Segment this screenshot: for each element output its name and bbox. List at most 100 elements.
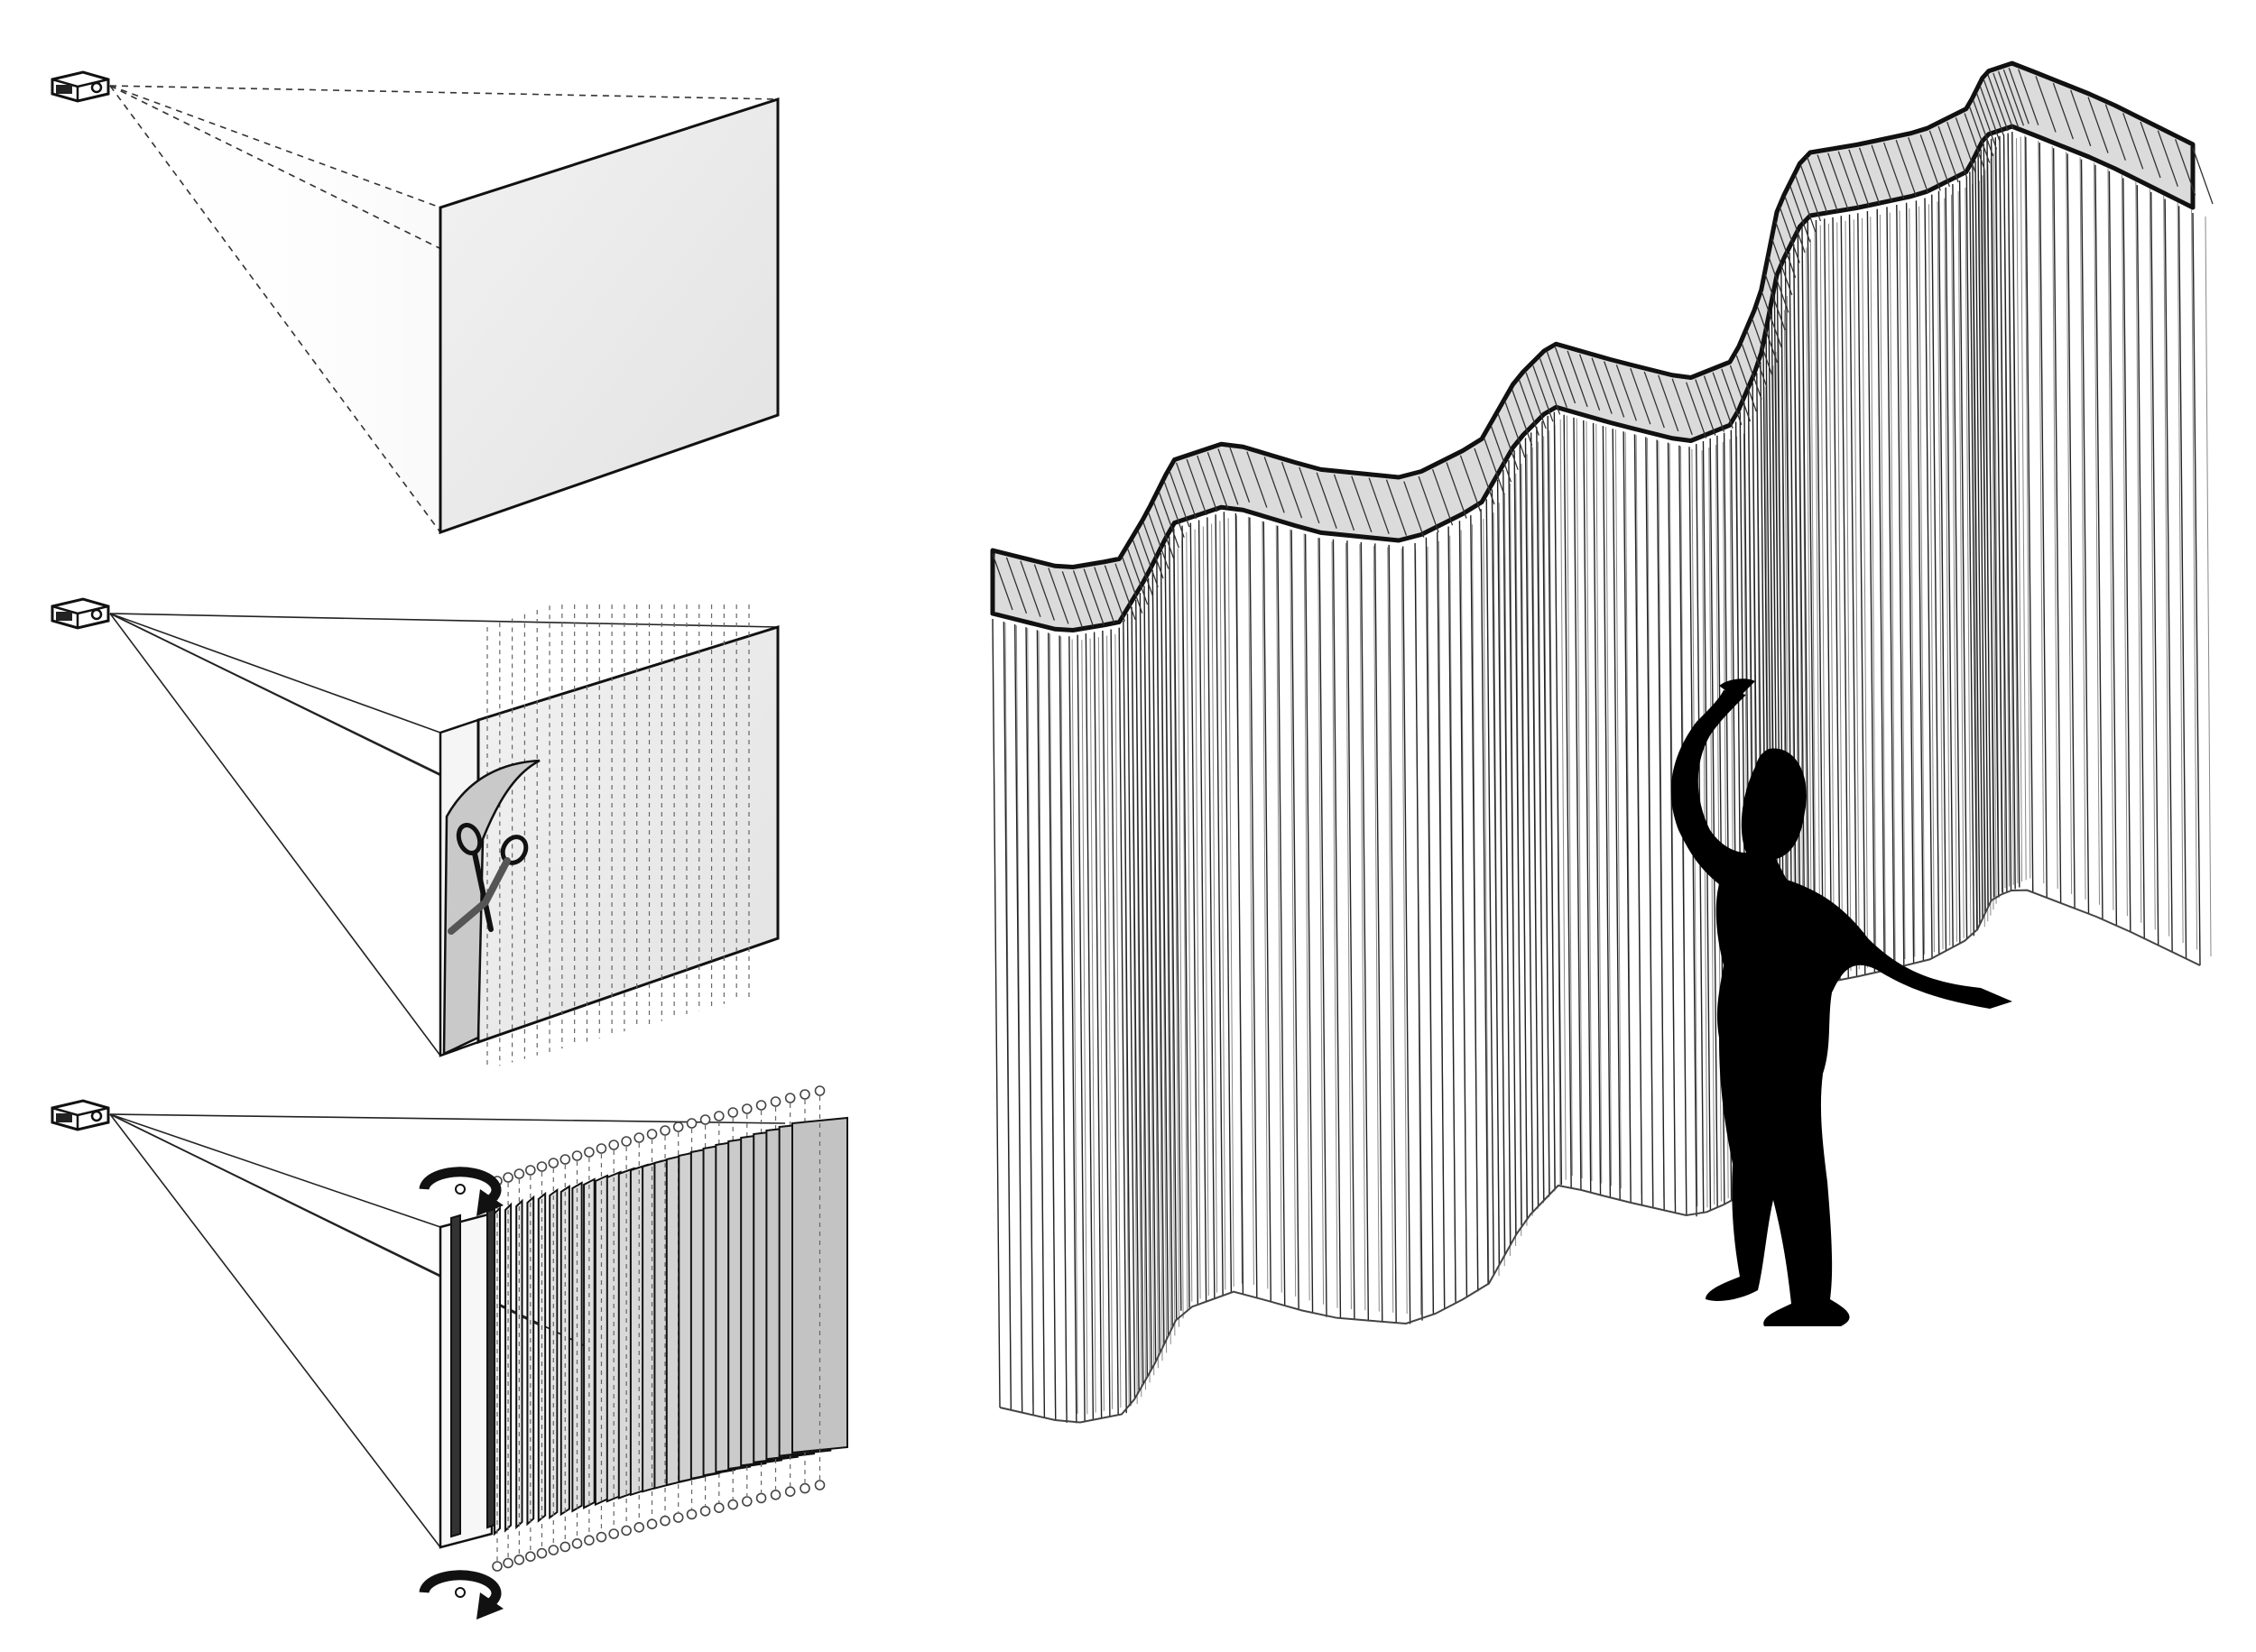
pivot-point <box>584 1535 595 1546</box>
hanging-strip <box>1819 225 1826 976</box>
hanging-strip <box>1945 187 1954 947</box>
rail-hatch <box>1152 502 1175 559</box>
pivot-point <box>633 1132 645 1143</box>
rail-hatch <box>1137 531 1159 587</box>
hanging-strip <box>1899 210 1906 960</box>
rail-hatch <box>1729 365 1752 422</box>
hanging-strip <box>1219 521 1226 1290</box>
rail-hatch <box>1964 113 1985 170</box>
hanging-strip <box>1709 438 1718 1208</box>
rail-hatch <box>1643 371 1665 429</box>
hanging-strip <box>2038 140 2045 884</box>
hanging-strip <box>1048 632 1057 1421</box>
hanging-strip <box>1924 198 1933 959</box>
rotated-strip <box>583 1177 596 1509</box>
hanging-strip <box>1332 539 1342 1319</box>
rotated-strip <box>571 1181 583 1513</box>
hanging-strip <box>1458 521 1468 1297</box>
hanging-strip <box>1667 442 1677 1214</box>
hanging-strip <box>1197 520 1207 1302</box>
hanging-strip <box>1848 214 1858 977</box>
pivot-point <box>770 1490 781 1500</box>
hanging-strip <box>1931 194 1940 955</box>
hanging-strip <box>2192 212 2201 966</box>
edge-strip <box>450 1214 461 1538</box>
rail-hatch <box>1504 401 1526 458</box>
hanging-strip <box>1181 540 1188 1310</box>
strip-base <box>439 1212 494 1549</box>
flat-screen <box>439 97 780 535</box>
rail-hatch <box>1532 365 1554 422</box>
rail-hatch <box>2002 69 2025 126</box>
hanging-strip <box>1131 606 1140 1392</box>
hanging-strip <box>2024 135 2031 879</box>
hanging-strip <box>1071 639 1078 1414</box>
rail-hatch <box>1741 343 1762 400</box>
hanging-strip <box>1275 525 1282 1293</box>
hanging-strip <box>1965 188 1972 935</box>
rail-hatch <box>1883 142 1905 199</box>
hanging-strip <box>2020 136 2027 881</box>
pivot-point <box>755 1492 767 1504</box>
rail-hatch <box>1712 372 1734 429</box>
rail-hatch <box>1735 355 1757 412</box>
pivot-point <box>699 1506 711 1517</box>
projector-icon <box>51 70 110 103</box>
pivot-point <box>699 1114 711 1125</box>
installation-illustration <box>990 60 2214 1424</box>
hanging-strip <box>1513 450 1522 1225</box>
rail-hatch <box>1979 86 2001 143</box>
hanging-strip <box>2079 157 2086 900</box>
hanging-strip <box>1980 149 1989 908</box>
rail-hatch <box>1998 70 2020 128</box>
pivot-point <box>608 1140 620 1150</box>
hanging-strip <box>2150 191 2159 946</box>
hanging-strip <box>1840 216 1849 979</box>
projector-icon <box>51 597 110 630</box>
hanging-strip <box>1126 614 1136 1399</box>
rail-hatch <box>1114 563 1136 620</box>
hanging-strip <box>1247 516 1254 1285</box>
hanging-strip <box>1870 217 1877 966</box>
rail-hatch <box>1474 448 1495 505</box>
hanging-strip <box>2066 152 2073 894</box>
rail-hatch <box>1546 351 1567 408</box>
hanging-strip <box>1928 204 1935 953</box>
rail-hatch <box>1299 466 1320 524</box>
pivot-point <box>559 1154 571 1165</box>
hanging-strip <box>1290 530 1299 1310</box>
hanging-strip <box>1990 158 1997 904</box>
rail-hatch <box>1658 374 1679 432</box>
hanging-strip <box>1576 418 1583 1179</box>
hanging-strip <box>1177 548 1184 1319</box>
pivot-point <box>503 1172 513 1183</box>
rail-hatch <box>1721 368 1743 426</box>
rail-hatch <box>1186 458 1207 516</box>
rail-hatch <box>1969 106 1991 163</box>
rail-hatch <box>1403 481 1425 538</box>
rail-hatch <box>1937 125 1959 183</box>
wave-header-rail <box>990 60 2214 632</box>
hanging-strip <box>1986 140 1995 898</box>
rail-hatch <box>1148 512 1170 569</box>
rail-hatch <box>1207 452 1228 509</box>
pivot-point <box>755 1100 767 1111</box>
hanging-strip <box>2107 168 2114 910</box>
hanging-strip <box>1262 521 1269 1289</box>
rail-hatch <box>1784 196 1806 254</box>
hanging-strip <box>1583 420 1592 1193</box>
hanging-strip <box>1374 543 1383 1322</box>
rotated-strip <box>526 1195 535 1527</box>
hanging-strip <box>1559 419 1567 1180</box>
rail-hatch <box>1333 474 1355 531</box>
hanging-strip <box>1824 218 1833 982</box>
hanging-strip <box>1331 541 1338 1308</box>
rail-hatch <box>1351 475 1373 532</box>
hanging-strip <box>2177 202 2184 944</box>
rail-hatch <box>1418 475 1439 533</box>
rail-hatch <box>1972 99 1994 157</box>
rail-hatch <box>1005 557 1028 614</box>
rail-hatch <box>1484 438 1505 494</box>
hanging-strip <box>1496 479 1506 1255</box>
